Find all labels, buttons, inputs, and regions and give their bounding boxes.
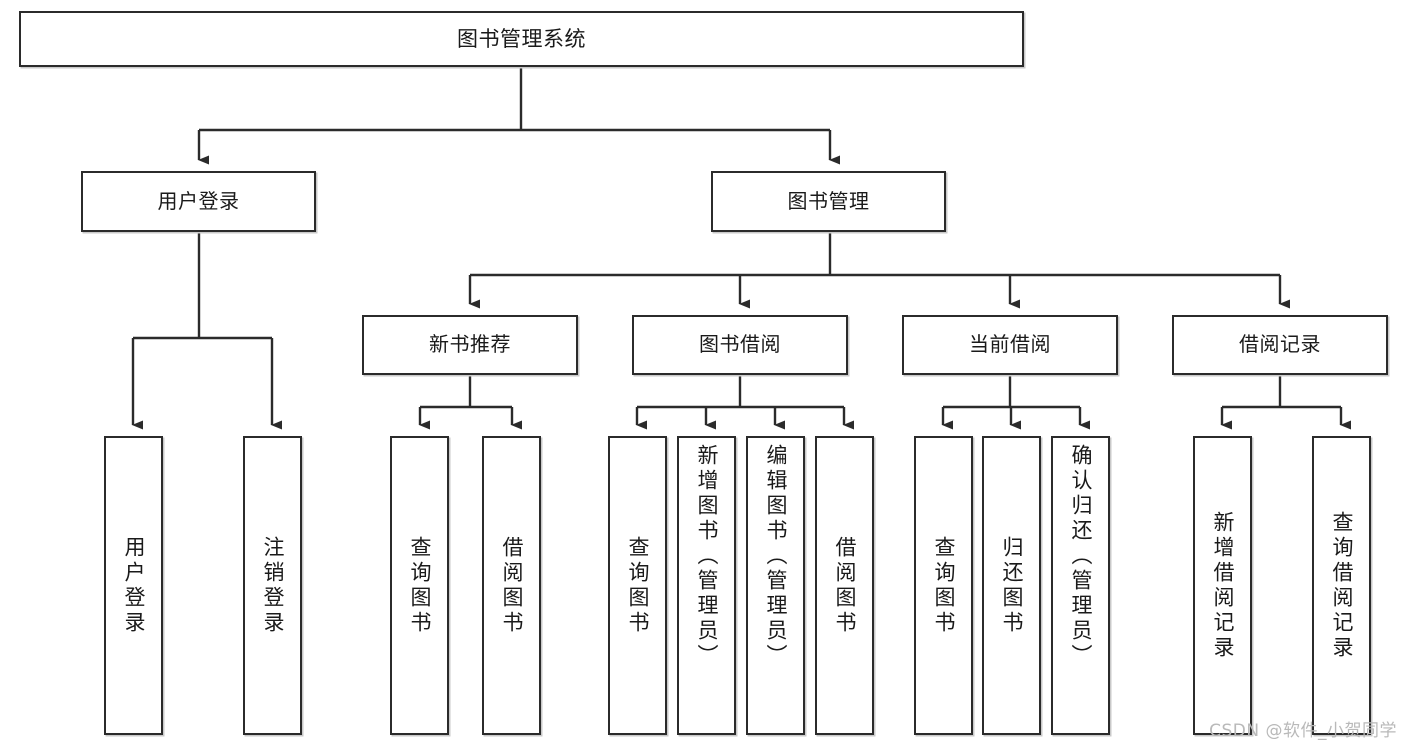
node-label: 确认归还（管理员） xyxy=(1069,444,1093,669)
leaf-return-book[interactable]: 归还图书 xyxy=(982,436,1041,735)
node-label: 新增借阅记录 xyxy=(1211,510,1235,661)
leaf-add-borrow-record[interactable]: 新增借阅记录 xyxy=(1193,436,1252,735)
leaf-user-logout[interactable]: 注销登录 xyxy=(243,436,302,735)
node-label: 查询图书 xyxy=(408,535,432,636)
node-current-borrow[interactable]: 当前借阅 xyxy=(902,315,1118,375)
node-label: 用户登录 xyxy=(122,535,146,636)
leaf-user-login[interactable]: 用户登录 xyxy=(104,436,163,735)
node-label: 查询图书 xyxy=(932,535,956,636)
leaf-query-book-recommend[interactable]: 查询图书 xyxy=(390,436,449,735)
node-book-borrow[interactable]: 图书借阅 xyxy=(632,315,848,375)
leaf-borrow-book[interactable]: 借阅图书 xyxy=(815,436,874,735)
node-label: 借阅图书 xyxy=(833,535,857,636)
node-label: 当前借阅 xyxy=(969,332,1051,357)
node-label: 新书推荐 xyxy=(429,332,511,357)
node-book-management[interactable]: 图书管理 xyxy=(711,171,946,232)
node-user-login[interactable]: 用户登录 xyxy=(81,171,316,232)
leaf-borrow-book-recommend[interactable]: 借阅图书 xyxy=(482,436,541,735)
watermark: CSDN @软件_小贺同学 xyxy=(1209,721,1397,741)
node-label: 新增图书（管理员） xyxy=(695,444,719,669)
node-label: 图书管理 xyxy=(787,188,870,213)
node-label: 用户登录 xyxy=(157,188,240,213)
node-label: 图书借阅 xyxy=(699,332,781,357)
node-label: 查询图书 xyxy=(626,535,650,636)
node-label: 图书管理系统 xyxy=(457,26,586,51)
node-label: 借阅图书 xyxy=(500,535,524,636)
leaf-add-book-admin[interactable]: 新增图书（管理员） xyxy=(677,436,736,735)
node-label: 编辑图书（管理员） xyxy=(764,444,788,669)
node-label: 查询借阅记录 xyxy=(1330,510,1354,661)
leaf-query-borrow-record[interactable]: 查询借阅记录 xyxy=(1312,436,1371,735)
node-new-book-recommend[interactable]: 新书推荐 xyxy=(362,315,578,375)
leaf-confirm-return-admin[interactable]: 确认归还（管理员） xyxy=(1051,436,1110,735)
node-label: 归还图书 xyxy=(1000,535,1024,636)
node-borrow-record[interactable]: 借阅记录 xyxy=(1172,315,1388,375)
leaf-edit-book-admin[interactable]: 编辑图书（管理员） xyxy=(746,436,805,735)
node-root-system[interactable]: 图书管理系统 xyxy=(19,11,1024,67)
node-label: 注销登录 xyxy=(261,535,285,636)
node-label: 借阅记录 xyxy=(1239,332,1321,357)
leaf-query-book-borrow[interactable]: 查询图书 xyxy=(608,436,667,735)
leaf-query-book-current[interactable]: 查询图书 xyxy=(914,436,973,735)
